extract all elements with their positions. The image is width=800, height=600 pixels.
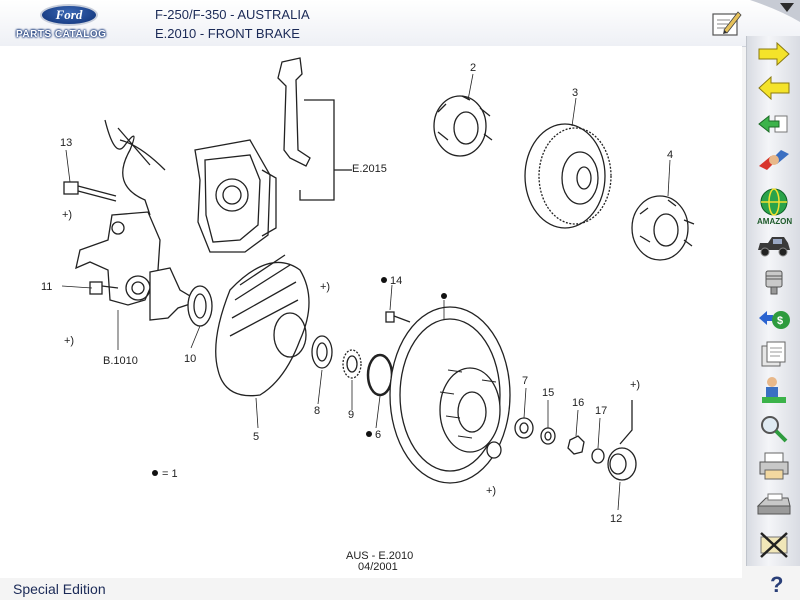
back-button[interactable]	[755, 70, 793, 106]
amazon-globe-icon: AMAZON	[757, 188, 792, 226]
app-header: Ford PARTS CATALOG F-250/F-350 - AUSTRAL…	[0, 0, 800, 47]
callout-8: 8	[314, 405, 320, 417]
bearing-9	[342, 349, 362, 379]
bolt-13	[63, 181, 117, 202]
bolt-14	[385, 311, 411, 323]
vehicle-title: F-250/F-350 - AUSTRALIA	[155, 7, 310, 22]
callout-plus-4: +)	[486, 485, 496, 497]
parts-price-button[interactable]: $	[755, 300, 793, 336]
hands-icon	[759, 150, 789, 170]
magnifier-icon	[761, 416, 788, 443]
callout-e2015: E.2015	[352, 163, 387, 175]
brake-caliper	[194, 139, 277, 253]
callout-5: 5	[253, 431, 259, 443]
abs-sensor-wire	[104, 119, 166, 216]
help-button[interactable]: ?	[770, 572, 784, 597]
return-icon	[758, 114, 788, 134]
legend-label: = 1	[162, 468, 178, 480]
parts-catalog-label: PARTS CATALOG	[16, 29, 107, 40]
spindle	[149, 267, 191, 321]
fax-button[interactable]	[755, 488, 793, 524]
notes-button[interactable]	[710, 8, 742, 38]
callout-17: 17	[595, 405, 607, 417]
callout-16: 16	[572, 397, 584, 409]
callout-7: 7	[522, 375, 528, 387]
ford-logo-oval: Ford	[40, 4, 98, 26]
edition-label: Special Edition	[13, 581, 106, 597]
amazon-label: AMAZON	[757, 217, 792, 226]
grease-cap-12	[607, 400, 637, 481]
technician-button[interactable]	[755, 372, 793, 408]
callout-13: 13	[60, 137, 72, 149]
callout-11: 11	[41, 281, 52, 293]
hub-2	[433, 95, 493, 157]
bearing-8	[311, 335, 333, 369]
hands-button[interactable]	[755, 142, 793, 178]
app-footer: Special Edition ?	[0, 572, 800, 600]
callout-12: 12	[610, 513, 622, 525]
callout-4: 4	[667, 149, 673, 161]
wheel-nut	[486, 441, 502, 459]
back-arrow-icon	[758, 76, 790, 100]
exploded-diagram-area: 2 3 4 5 6 7 8 9 10 11 12 13 14 15 16 17 …	[0, 46, 742, 578]
amazon-button[interactable]: AMAZON	[755, 184, 793, 228]
caliper-bracket	[277, 57, 352, 201]
retainer-17	[591, 448, 605, 464]
front-brake-exploded-diagram: 2 3 4 5 6 7 8 9 10 11 12 13 14 15 16 17 …	[41, 57, 695, 573]
hub-rotor-assembly	[389, 306, 511, 484]
notepad-pencil-icon	[712, 11, 742, 36]
cancel-icon	[760, 532, 788, 558]
fax-icon	[756, 493, 791, 515]
callout-plus-3: +)	[320, 281, 330, 293]
callout-15: 15	[542, 387, 554, 399]
right-toolbar: AMAZON $	[746, 36, 800, 566]
vehicle-icon	[758, 237, 790, 257]
callout-leader-lines	[61, 73, 671, 511]
engine-piston-icon	[765, 270, 783, 295]
ford-parts-catalog-logo: Ford PARTS CATALOG	[8, 4, 112, 44]
callout-14: 14	[390, 275, 402, 287]
forward-button[interactable]	[755, 36, 793, 72]
callout-6: 6	[375, 429, 381, 441]
callout-2: 2	[470, 62, 476, 74]
return-button[interactable]	[755, 106, 793, 142]
parts-money-icon: $	[759, 311, 790, 329]
documents-button[interactable]	[755, 336, 793, 372]
steering-knuckle	[75, 211, 161, 306]
diagram-date: 04/2001	[358, 561, 398, 573]
print-button[interactable]	[755, 448, 793, 484]
washer-7	[514, 417, 534, 439]
documents-icon	[761, 341, 786, 367]
engine-button[interactable]	[755, 264, 793, 300]
forward-arrow-icon	[758, 42, 790, 66]
diagram-reference: AUS - E.2010	[346, 550, 413, 562]
person-lab-icon	[762, 377, 786, 403]
callout-3: 3	[572, 87, 578, 99]
section-title: E.2010 - FRONT BRAKE	[155, 26, 300, 41]
legend-dot	[152, 470, 158, 476]
nut-16	[567, 435, 585, 455]
page-curl-icon	[750, 0, 800, 22]
callout-plus-2: +)	[64, 335, 74, 347]
hub-4	[631, 195, 695, 261]
washer-15	[540, 427, 556, 445]
printer-icon	[759, 452, 789, 480]
dust-shield-5	[215, 254, 310, 397]
brake-rotor-3	[524, 123, 612, 229]
vehicle-button[interactable]	[755, 228, 793, 264]
close-button[interactable]	[755, 526, 793, 562]
callout-10: 10	[184, 353, 196, 365]
search-button[interactable]	[755, 410, 793, 446]
page-corner	[750, 0, 800, 22]
callout-dots	[152, 277, 447, 476]
svg-text:$: $	[777, 315, 783, 327]
seal-10	[187, 285, 213, 327]
callout-b1010: B.1010	[103, 355, 138, 367]
tone-ring-6	[366, 353, 394, 397]
callout-plus-1: +)	[62, 209, 72, 221]
callout-9: 9	[348, 409, 354, 421]
callout-plus-5: +)	[630, 379, 640, 391]
